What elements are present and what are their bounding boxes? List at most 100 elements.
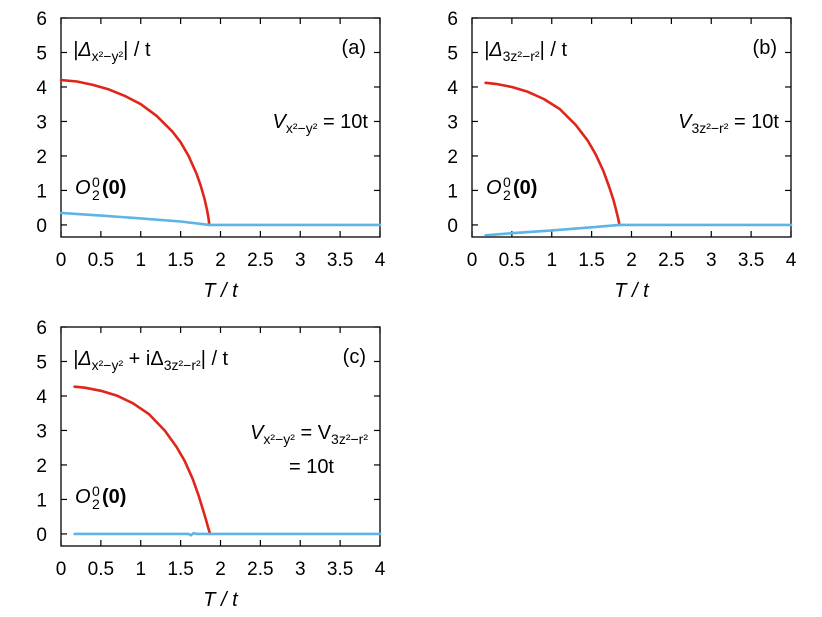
y-tick-label: 2 bbox=[36, 147, 47, 168]
x-tick-label: 0.5 bbox=[88, 250, 114, 271]
y-tick-label: 1 bbox=[447, 181, 458, 202]
order-parameter-label: O bbox=[486, 177, 502, 199]
x-tick-label: 1 bbox=[546, 250, 557, 271]
order-parameter-subscript: 2 bbox=[92, 187, 100, 203]
interaction-subscript-2: 3z²−r² bbox=[331, 431, 368, 447]
order-parameter-superscript: 0 bbox=[503, 174, 511, 190]
x-tick-label: 1.5 bbox=[578, 250, 604, 271]
y-tick-label: 2 bbox=[447, 147, 458, 168]
y-tick-label: 4 bbox=[36, 78, 47, 99]
order-parameter-argument: (0) bbox=[513, 177, 537, 199]
gap-label-suffix: | / t bbox=[540, 39, 568, 61]
x-tick-label: 0.5 bbox=[499, 250, 525, 271]
x-tick-label: 3.5 bbox=[738, 250, 764, 271]
y-tick-label: 1 bbox=[36, 490, 47, 511]
gap-label-subscript: 3z²−r² bbox=[503, 48, 540, 64]
y-tick-label: 4 bbox=[36, 387, 47, 408]
x-tick-label: 4 bbox=[375, 559, 386, 580]
y-tick-label: 6 bbox=[36, 318, 47, 339]
order-parameter-argument: (0) bbox=[102, 177, 126, 199]
y-tick-label: 6 bbox=[36, 9, 47, 30]
y-tick-label: 5 bbox=[36, 352, 47, 373]
x-tick-label: 3 bbox=[295, 250, 306, 271]
interaction-label: Vx²−y² = V3z²−r² bbox=[250, 422, 368, 447]
y-tick-label: 2 bbox=[36, 456, 47, 477]
interaction-subscript: x²−y² bbox=[263, 431, 295, 447]
x-tick-label: 0 bbox=[467, 250, 478, 271]
y-tick-label: 0 bbox=[36, 216, 47, 237]
gap-label: |Δx²−y² + iΔ3z²−r²| / t bbox=[73, 348, 229, 373]
x-tick-label: 2.5 bbox=[247, 559, 273, 580]
gap-label-subscript: x²−y² bbox=[92, 357, 124, 373]
interaction-subscript: 3z²−r² bbox=[691, 120, 728, 136]
gap-label-symbol: |Δ bbox=[484, 39, 503, 61]
x-tick-label: 2 bbox=[215, 250, 226, 271]
order-parameter-subscript: 2 bbox=[503, 187, 511, 203]
y-tick-label: 0 bbox=[36, 525, 47, 546]
gap-label-subscript: x²−y² bbox=[92, 48, 124, 64]
x-tick-label: 3 bbox=[706, 250, 717, 271]
order-parameter-superscript: 0 bbox=[92, 483, 100, 499]
x-tick-label: 2.5 bbox=[658, 250, 684, 271]
x-tick-label: 1 bbox=[135, 250, 146, 271]
gap-label: |Δx²−y²| / t bbox=[73, 39, 151, 64]
x-tick-label: 4 bbox=[375, 250, 386, 271]
interaction-label: V3z²−r² = 10t bbox=[678, 111, 779, 136]
x-axis-label: T / t bbox=[203, 589, 239, 611]
interaction-symbol: V bbox=[273, 111, 288, 133]
order-parameter-symbol: O bbox=[75, 486, 91, 508]
gap-label-symbol: |Δ bbox=[73, 39, 92, 61]
gap-series-line bbox=[59, 78, 211, 227]
interaction-value: = 10t bbox=[317, 111, 368, 133]
gap-series-line bbox=[484, 81, 621, 227]
order-parameter-superscript: 0 bbox=[92, 174, 100, 190]
y-tick-label: 3 bbox=[36, 421, 47, 442]
order-parameter-symbol: O bbox=[75, 177, 91, 199]
order-parameter-argument: (0) bbox=[102, 486, 126, 508]
x-tick-label: 3 bbox=[295, 559, 306, 580]
order-parameter-series-line bbox=[484, 223, 793, 237]
y-tick-label: 4 bbox=[447, 78, 458, 99]
interaction-symbol: V bbox=[250, 422, 265, 444]
interaction-mid: = V bbox=[295, 422, 332, 444]
gap-label: |Δ3z²−r²| / t bbox=[484, 39, 567, 64]
x-tick-label: 4 bbox=[786, 250, 797, 271]
gap-label-mid: + iΔ bbox=[123, 348, 164, 370]
interaction-label: Vx²−y² = 10t bbox=[273, 111, 369, 136]
gap-label-suffix: | / t bbox=[123, 39, 151, 61]
panel-label: (b) bbox=[753, 37, 777, 59]
x-tick-label: 0.5 bbox=[88, 559, 114, 580]
order-parameter-symbol: O bbox=[486, 177, 502, 199]
x-tick-label: 3.5 bbox=[327, 250, 353, 271]
y-tick-label: 5 bbox=[36, 43, 47, 64]
x-tick-label: 2.5 bbox=[247, 250, 273, 271]
x-tick-label: 1 bbox=[135, 559, 146, 580]
x-tick-label: 1.5 bbox=[167, 250, 193, 271]
y-tick-label: 0 bbox=[447, 216, 458, 237]
interaction-subscript: x²−y² bbox=[286, 120, 318, 136]
x-axis-label: T / t bbox=[614, 280, 650, 302]
x-tick-label: 3.5 bbox=[327, 559, 353, 580]
y-tick-label: 5 bbox=[447, 43, 458, 64]
x-axis-label: T / t bbox=[203, 280, 239, 302]
x-tick-label: 2 bbox=[626, 250, 637, 271]
interaction-value: = 10t bbox=[289, 456, 334, 478]
gap-label-suffix: | / t bbox=[201, 348, 229, 370]
interaction-value: = 10t bbox=[728, 111, 779, 133]
y-tick-label: 6 bbox=[447, 9, 458, 30]
y-tick-label: 3 bbox=[36, 112, 47, 133]
interaction-symbol: V bbox=[678, 111, 693, 133]
x-tick-label: 0 bbox=[56, 559, 67, 580]
gap-label-symbol: |Δ bbox=[73, 348, 92, 370]
order-parameter-label: O bbox=[75, 177, 91, 199]
x-tick-label: 0 bbox=[56, 250, 67, 271]
order-parameter-label: O bbox=[75, 486, 91, 508]
order-parameter-series-line bbox=[73, 531, 382, 537]
order-parameter-series-line bbox=[59, 211, 382, 227]
order-parameter-subscript: 2 bbox=[92, 496, 100, 512]
x-tick-label: 2 bbox=[215, 559, 226, 580]
x-tick-label: 1.5 bbox=[167, 559, 193, 580]
